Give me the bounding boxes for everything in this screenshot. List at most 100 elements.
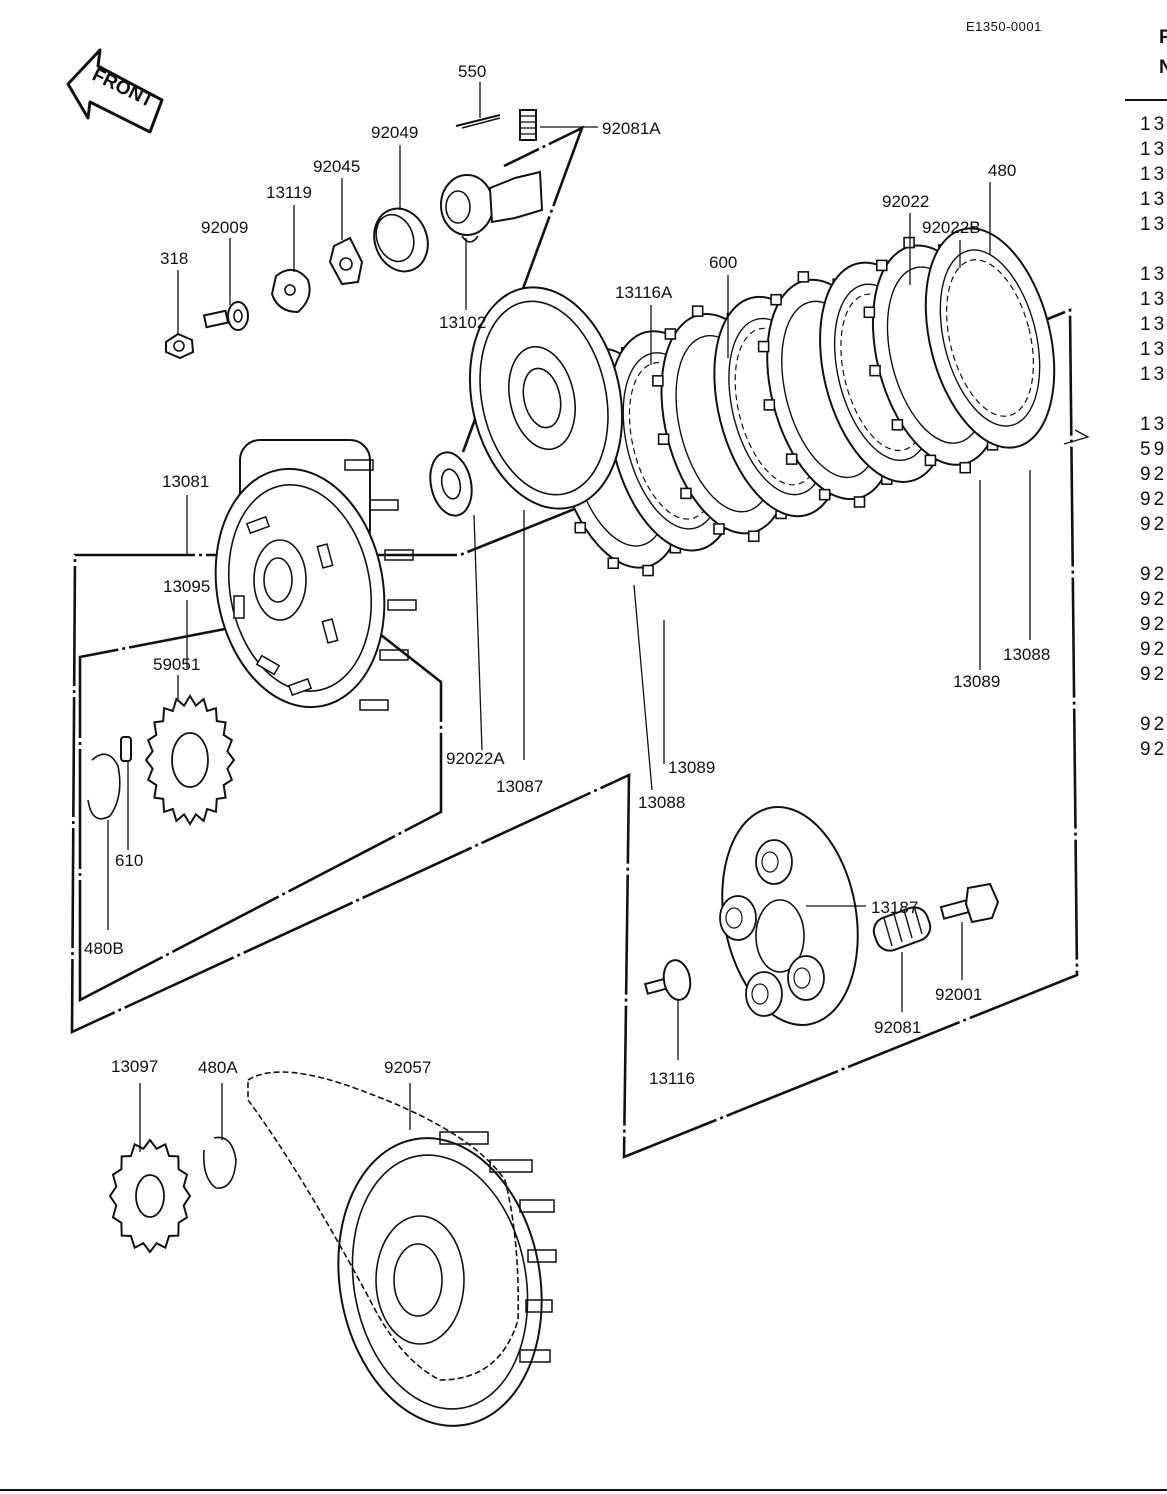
plate-tab <box>785 453 798 465</box>
plate-tab <box>875 259 888 272</box>
plate-tab <box>797 271 810 283</box>
label-13081: 13081 <box>162 472 209 491</box>
side-column-item: 13 <box>1140 189 1167 210</box>
plate-tab <box>657 433 670 445</box>
label-92049: 92049 <box>371 123 418 142</box>
side-column-item: 92 <box>1140 489 1167 510</box>
part-92001-bolt <box>939 882 1000 924</box>
label-13095: 13095 <box>163 577 210 596</box>
part-480A-circlip <box>202 1136 237 1189</box>
part-13116-pusher <box>643 959 692 1001</box>
label-480A: 480A <box>198 1058 238 1077</box>
label-13097: 13097 <box>111 1057 158 1076</box>
plate-tab <box>863 306 876 319</box>
plate-tab <box>903 236 915 249</box>
side-column-item: 92 <box>1140 614 1167 635</box>
side-column-item: 92 <box>1140 589 1167 610</box>
side-column-item: 13 <box>1140 164 1167 185</box>
side-column-item: 92 <box>1140 714 1167 735</box>
part-318-nut <box>165 332 195 360</box>
side-column-item: 92 <box>1140 664 1167 685</box>
part-92022A-washer <box>429 451 473 517</box>
part-92057-chain-drive <box>247 1071 557 1427</box>
label-13089-upper: 13089 <box>953 672 1000 691</box>
plate-tab <box>642 564 654 577</box>
label-92022B: 92022B <box>922 218 981 237</box>
label-480: 480 <box>988 161 1016 180</box>
clutch-plate-stack <box>546 227 1056 577</box>
label-318: 318 <box>160 249 188 268</box>
plate-tab <box>607 557 620 570</box>
part-59051-gear <box>144 694 236 826</box>
plate-tab <box>818 488 831 501</box>
frame-break-mark <box>1063 429 1090 445</box>
part-92081-spring <box>872 905 932 952</box>
clutch-housing-frame <box>70 308 1079 1159</box>
plate-tab <box>747 530 760 543</box>
label-550: 550 <box>458 62 486 81</box>
plate-tab <box>691 305 704 317</box>
steel-plate <box>924 227 1056 449</box>
label-92009: 92009 <box>201 218 248 237</box>
gear-bore <box>135 1174 165 1218</box>
leader-lines <box>107 82 1031 1152</box>
side-column-item: 13 <box>1140 289 1167 310</box>
plate-tab <box>853 496 866 508</box>
label-92045: 92045 <box>313 157 360 176</box>
diagram-code: E1350-0001 <box>966 19 1042 34</box>
plate-tab <box>664 328 677 340</box>
side-column-item: 59 <box>1140 439 1167 460</box>
plate-tab <box>924 454 937 467</box>
side-column-item: 13 <box>1140 114 1167 135</box>
housing-damper-springs <box>233 515 339 697</box>
label-480B: 480B <box>84 939 124 958</box>
plate-tab <box>757 340 770 353</box>
label-92001: 92001 <box>935 985 982 1004</box>
part-13102-lever <box>440 170 544 243</box>
housing-slots <box>344 459 417 711</box>
part-550-pin <box>455 114 501 129</box>
side-column-item: 92 <box>1140 564 1167 585</box>
side-column-item: 13 <box>1140 414 1167 435</box>
label-13116A: 13116A <box>615 283 673 302</box>
plate-tab <box>869 364 881 377</box>
part-610-pin <box>120 736 132 762</box>
plate-tab <box>763 399 776 411</box>
plate-tab <box>713 523 725 535</box>
label-13116: 13116 <box>649 1069 695 1088</box>
part-92081A-spring <box>519 109 537 141</box>
side-column-header-2: N <box>1159 57 1167 78</box>
label-13087: 13087 <box>496 777 543 796</box>
side-column-item: 13 <box>1140 364 1167 385</box>
side-column-item: 92 <box>1140 514 1167 535</box>
side-column-item: 92 <box>1140 639 1167 660</box>
side-column-item: 13 <box>1140 264 1167 285</box>
label-610: 610 <box>115 851 143 870</box>
label-13119: 13119 <box>266 183 312 202</box>
part-92049-ring <box>373 207 429 273</box>
part-13119-plate <box>270 269 311 314</box>
plate-tab <box>680 487 692 500</box>
side-column-item: 92 <box>1140 464 1167 485</box>
part-13095-clutch-housing <box>214 439 417 711</box>
side-column-item: 92 <box>1140 739 1167 760</box>
plate-tab <box>891 419 904 431</box>
part-13187-pressure-plate <box>719 806 859 1026</box>
plate-tab <box>574 521 587 534</box>
part-480B-circlip <box>87 753 121 820</box>
gear-housing-subframe <box>78 604 443 1003</box>
label-13088-lower: 13088 <box>638 793 685 812</box>
label-92022: 92022 <box>882 192 929 211</box>
part-13097-sprocket <box>108 1138 192 1254</box>
gear-bore <box>171 732 209 788</box>
front-arrow-icon: FRONT <box>66 48 164 134</box>
label-13088-upper: 13088 <box>1003 645 1050 664</box>
label-92081: 92081 <box>874 1018 921 1037</box>
part-92009-bolt <box>202 301 249 331</box>
plate-tab <box>652 375 664 387</box>
plate-tab <box>770 293 782 306</box>
part-92045-plate <box>328 236 364 286</box>
label-92081A: 92081A <box>602 119 661 138</box>
label-59051: 59051 <box>153 655 200 674</box>
